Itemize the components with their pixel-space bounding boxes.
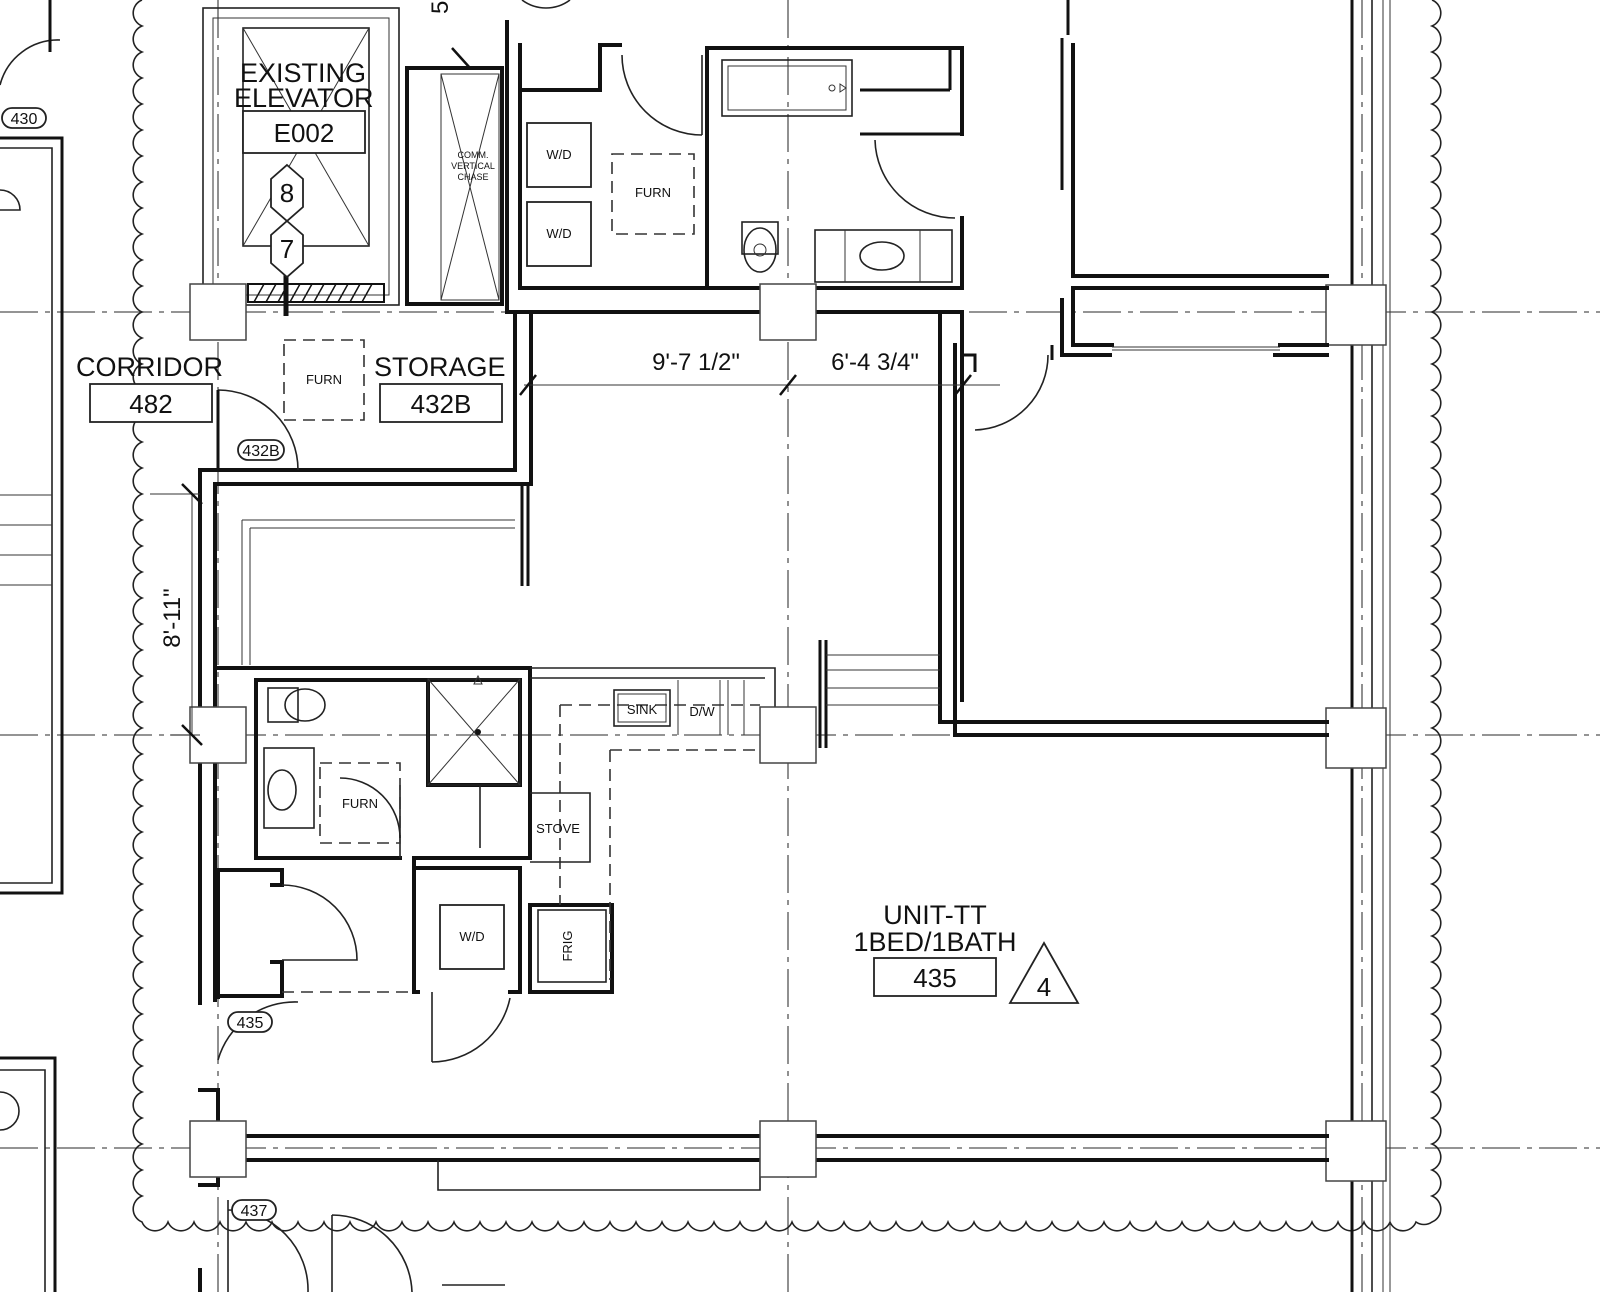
neighbor-right-units xyxy=(938,0,1329,737)
door-tags: 430 432B 435 437 xyxy=(1,107,285,1221)
dimension-lines: 9'-7 1/2" 6'-4 3/4" 8'-11" xyxy=(150,349,1000,746)
kitchen-dishwasher: D/W xyxy=(689,704,715,719)
laundry-wd-lower: W/D xyxy=(546,226,571,241)
corridor-name: CORRIDOR xyxy=(76,352,223,382)
closet-wd: W/D xyxy=(459,929,484,944)
upper-bathroom xyxy=(721,59,956,283)
elevator-label-line2: ELEVATOR xyxy=(234,83,374,113)
chase-label-line1: COMM. xyxy=(458,150,489,160)
elevator-shaft: EXISTING ELEVATOR E002 8 7 xyxy=(202,7,400,316)
kitchen-stove: STOVE xyxy=(536,821,580,836)
elevator-stop-lower: 7 xyxy=(280,234,294,264)
revision-marker: 4 xyxy=(1037,972,1051,1002)
door-tag-430: 430 xyxy=(11,111,38,128)
exterior-wall-right xyxy=(1325,0,1391,1292)
chase-label-line3: CHASE xyxy=(457,172,488,182)
revision-cloud xyxy=(132,0,1442,1232)
kitchen: STOVE FRIG SINK D/W xyxy=(530,680,760,983)
unit-name: UNIT-TT xyxy=(883,900,986,930)
neighbor-left xyxy=(0,0,64,1292)
unit-type: 1BED/1BATH xyxy=(853,927,1016,957)
corridor-number: 482 xyxy=(129,389,172,419)
laundry-furn: FURN xyxy=(635,185,671,200)
laundry-wd-upper: W/D xyxy=(546,147,571,162)
kitchen-fridge: FRIG xyxy=(560,930,575,961)
unit-interior-walls: FURN W/D xyxy=(216,519,940,1063)
door-tag-435: 435 xyxy=(237,1015,264,1032)
door-tag-432b: 432B xyxy=(242,443,279,460)
vertical-chase: COMM. VERTICAL CHASE 5 xyxy=(405,0,571,306)
corridor-furn: FURN xyxy=(306,372,342,387)
unit-number: 435 xyxy=(913,963,956,993)
exterior-wall-bottom xyxy=(189,283,1329,1292)
bath-furn: FURN xyxy=(342,796,378,811)
kitchen-sink: SINK xyxy=(627,702,658,717)
elevator-label-line1: EXISTING xyxy=(240,58,366,88)
storage-number: 432B xyxy=(411,389,472,419)
dim-top-right: 6'-4 3/4" xyxy=(831,349,919,376)
elevator-tag: E002 xyxy=(274,118,335,148)
dim-top-left: 9'-7 1/2" xyxy=(652,349,740,376)
room-labels: CORRIDOR 482 STORAGE 432B UNIT-TT 1BED/1… xyxy=(76,352,1080,1004)
dim-left-vertical: 8'-11" xyxy=(159,588,186,647)
elevator-stop-upper: 8 xyxy=(280,178,294,208)
door-tag-437: 437 xyxy=(241,1203,268,1220)
chase-label-line2: VERTICAL xyxy=(451,161,495,171)
dim-cut-top: 5 xyxy=(427,1,454,14)
storage-name: STORAGE xyxy=(374,352,506,382)
